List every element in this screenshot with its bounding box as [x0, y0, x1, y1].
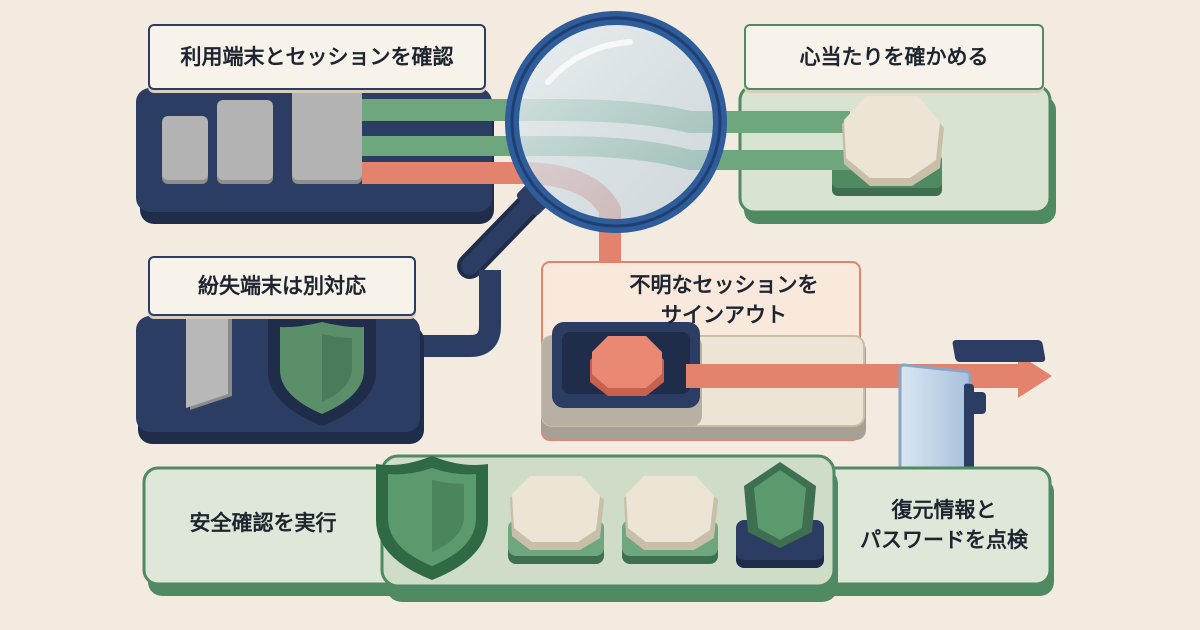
step-confirm-memory: 心当たりを確かめる	[744, 24, 1044, 90]
stone-button-icon	[508, 476, 604, 564]
step-sign-out: 不明なセッションを サインアウト	[629, 272, 819, 327]
step-recovery-check: 復元情報と パスワードを点検	[860, 497, 1028, 552]
stone-button-icon	[622, 476, 718, 564]
stone-button-icon	[590, 336, 664, 396]
magnifier-icon	[457, 11, 727, 279]
shield-icon	[376, 456, 488, 580]
step-check-devices: 利用端末とセッションを確認	[148, 24, 486, 90]
connector-lost-device	[400, 270, 501, 357]
gem-icon	[736, 462, 824, 568]
step-security-check: 安全確認を実行	[189, 510, 337, 535]
shield-icon	[268, 310, 376, 426]
step-lost-device: 紛失端末は別対応	[148, 256, 416, 316]
stone-button-icon	[842, 96, 944, 186]
